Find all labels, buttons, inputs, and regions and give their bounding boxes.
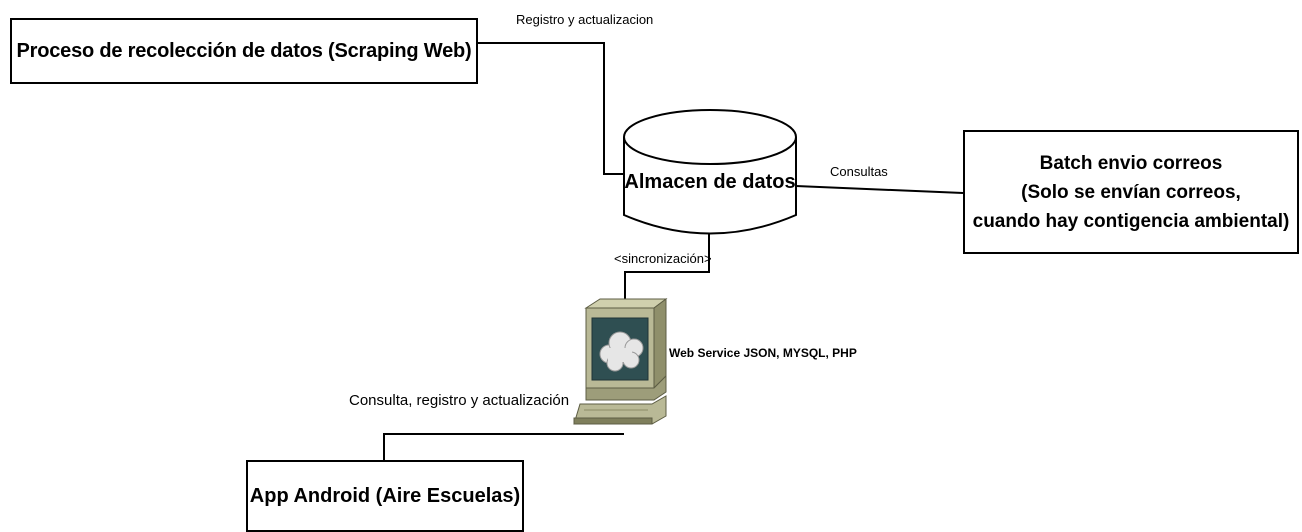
webservice-label: Web Service JSON, MYSQL, PHP [669, 346, 857, 360]
batch-note-line1: (Solo se envían correos, [1021, 181, 1241, 203]
edge-label-consultas: Consultas [830, 164, 888, 179]
edge-label-consulta-registro: Consulta, registro y actualización [349, 392, 570, 409]
database-cylinder-icon [623, 109, 797, 235]
batch-title: Batch envio correos [1039, 152, 1223, 174]
edge-label-sincronizacion: <sincronización> [614, 251, 712, 266]
edge-webservice-to-app [383, 433, 624, 460]
batch-note-line2: cuando hay contigencia ambiental) [972, 210, 1290, 232]
scraping-process-box: Proceso de recolección de datos (Scrapin… [10, 18, 478, 84]
edge-database-to-webservice [624, 234, 710, 300]
edge-scraping-to-database [478, 42, 624, 175]
android-app-label: App Android (Aire Escuelas) [249, 484, 521, 507]
batch-email-box: Batch envio correos (Solo se envían corr… [963, 130, 1299, 254]
android-app-box: App Android (Aire Escuelas) [246, 460, 524, 532]
database-label: Almacen de datos [624, 171, 796, 193]
scraping-process-label: Proceso de recolección de datos (Scrapin… [16, 39, 472, 62]
edge-database-to-batch [795, 185, 964, 194]
edge-label-registro: Registro y actualizacion [516, 12, 654, 27]
computer-terminal-cloud-icon [573, 298, 668, 425]
